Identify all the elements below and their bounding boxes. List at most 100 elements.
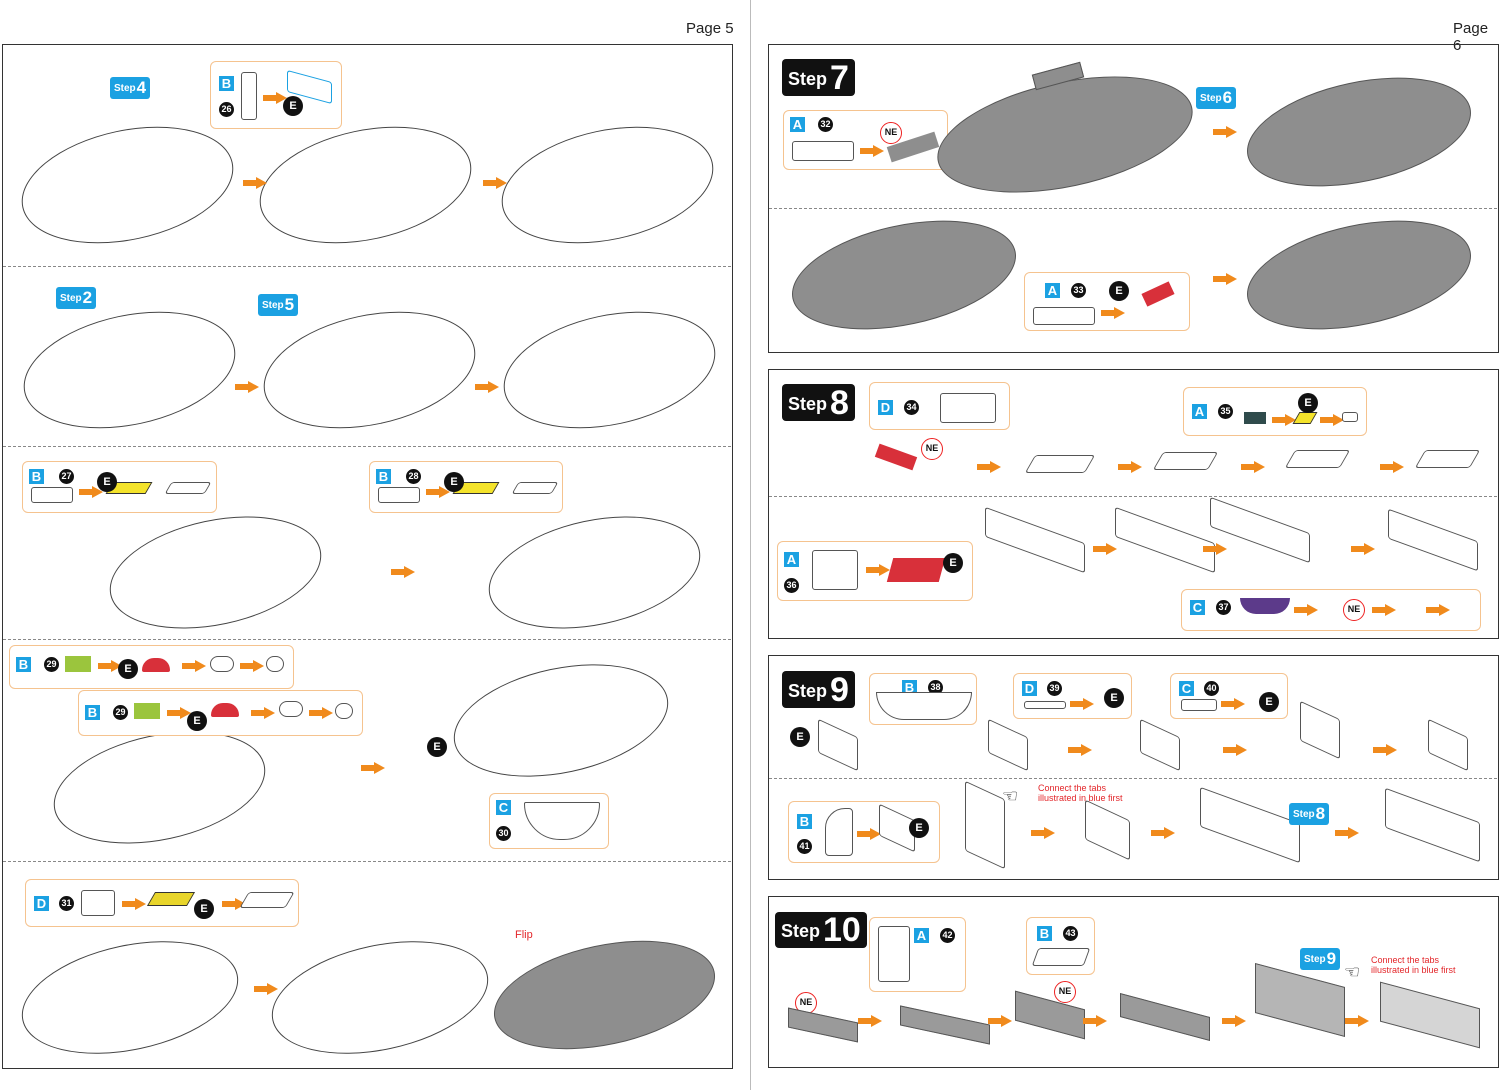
part-drawing — [1240, 598, 1290, 614]
part-drawing — [1031, 948, 1091, 966]
step-word: Step — [1304, 953, 1326, 965]
arrow-icon — [1031, 827, 1055, 839]
arrow-icon — [235, 381, 259, 393]
arrow-icon — [977, 461, 1001, 473]
step8-panel — [768, 369, 1499, 639]
part-number: 28 — [406, 469, 421, 484]
step-number: 8 — [1315, 804, 1326, 823]
arrow-icon — [251, 707, 275, 719]
part-drawing — [1342, 412, 1358, 422]
arrow-icon — [182, 660, 206, 672]
callout-part-a35: A 35 E — [1183, 387, 1367, 436]
callout-part-b29-second: B 29 E — [78, 690, 363, 736]
page-gutter — [750, 0, 751, 1090]
part-drawing — [1033, 307, 1095, 325]
part-drawing — [792, 141, 854, 161]
step-word: Step — [114, 82, 136, 94]
tool-badge-e: E — [1104, 688, 1124, 708]
arrow-icon — [483, 177, 507, 189]
assembly-drawing — [1284, 450, 1351, 468]
divider — [3, 446, 731, 447]
tool-badge-e: E — [790, 727, 810, 747]
tool-badge-e: E — [118, 659, 138, 679]
tool-badge-e: E — [1109, 281, 1129, 301]
part-drawing — [524, 802, 600, 840]
step-word: Step — [788, 69, 828, 89]
callout-part-a33: A 33 E — [1024, 272, 1190, 331]
note-line: Connect the tabs — [1371, 955, 1440, 965]
part-number: 36 — [784, 578, 799, 593]
part-number: 29 — [44, 657, 59, 672]
part-letter: C — [1179, 681, 1194, 696]
part-number: 42 — [940, 928, 955, 943]
tool-badge-e: E — [97, 472, 117, 492]
callout-part-a36: A 36 E — [777, 541, 973, 601]
arrow-icon — [1320, 414, 1344, 426]
pointing-hand-icon: ☜ — [1344, 962, 1361, 982]
arrow-icon — [860, 145, 884, 157]
callout-part-b28: B 28 E — [369, 461, 563, 513]
arrow-icon — [1213, 126, 1237, 138]
part-number: 29 — [113, 705, 128, 720]
tool-badge-ne: NE — [880, 122, 902, 144]
part-letter: B — [219, 76, 234, 91]
callout-part-b29: B 29 E — [9, 645, 294, 689]
arrow-icon — [1213, 273, 1237, 285]
divider — [3, 861, 731, 862]
arrow-icon — [1221, 698, 1245, 710]
part-letter: C — [1190, 600, 1205, 615]
step-word: Step — [788, 394, 828, 414]
arrow-icon — [1068, 744, 1092, 756]
tool-badge-e: E — [444, 472, 464, 492]
part-letter: B — [85, 705, 100, 720]
part-number: 30 — [496, 826, 511, 841]
note-line: Connect the tabs — [1038, 783, 1107, 793]
assembly-drawing — [1152, 452, 1219, 470]
part-number: 33 — [1071, 283, 1086, 298]
arrow-icon — [263, 92, 287, 104]
tool-badge-ne: NE — [1054, 981, 1076, 1003]
arrow-icon — [122, 898, 146, 910]
step-number: 4 — [136, 78, 147, 97]
part-letter: D — [1022, 681, 1037, 696]
step-number: 6 — [1222, 88, 1233, 107]
tool-badge-e: E — [283, 96, 303, 116]
step-word: Step — [1293, 808, 1315, 820]
callout-part-b27: B 27 E — [22, 461, 217, 513]
part-letter: D — [34, 896, 49, 911]
callout-part-c37: C 37 NE — [1181, 589, 1481, 631]
arrow-icon — [1345, 1015, 1369, 1027]
callout-part-a32: A 32 NE — [783, 110, 948, 170]
part-drawing — [241, 72, 257, 120]
step-number: 9 — [1326, 949, 1337, 968]
callout-part-d34: D 34 — [869, 382, 1010, 430]
step-word: Step — [1200, 92, 1222, 104]
part-number: 39 — [1047, 681, 1062, 696]
assembly-drawing — [1414, 450, 1481, 468]
tool-badge-ne: NE — [921, 438, 943, 460]
step-number: 10 — [823, 911, 861, 949]
tool-badge-e: E — [427, 737, 447, 757]
arrow-icon — [361, 762, 385, 774]
arrow-icon — [1083, 1015, 1107, 1027]
arrow-icon — [79, 486, 103, 498]
arrow-icon — [254, 983, 278, 995]
part-number: 27 — [59, 469, 74, 484]
page-number-right: Page 6 — [1453, 20, 1489, 54]
divider — [3, 639, 731, 640]
part-drawing — [164, 482, 212, 494]
callout-part-c30: C 30 — [489, 793, 609, 849]
part-drawing — [134, 703, 160, 719]
part-number: 32 — [818, 117, 833, 132]
part-letter: D — [878, 400, 893, 415]
step-number: 9 — [830, 671, 849, 709]
arrow-icon — [426, 486, 450, 498]
part-letter: A — [914, 928, 929, 943]
part-letter: A — [1045, 283, 1060, 298]
arrow-icon — [309, 707, 333, 719]
